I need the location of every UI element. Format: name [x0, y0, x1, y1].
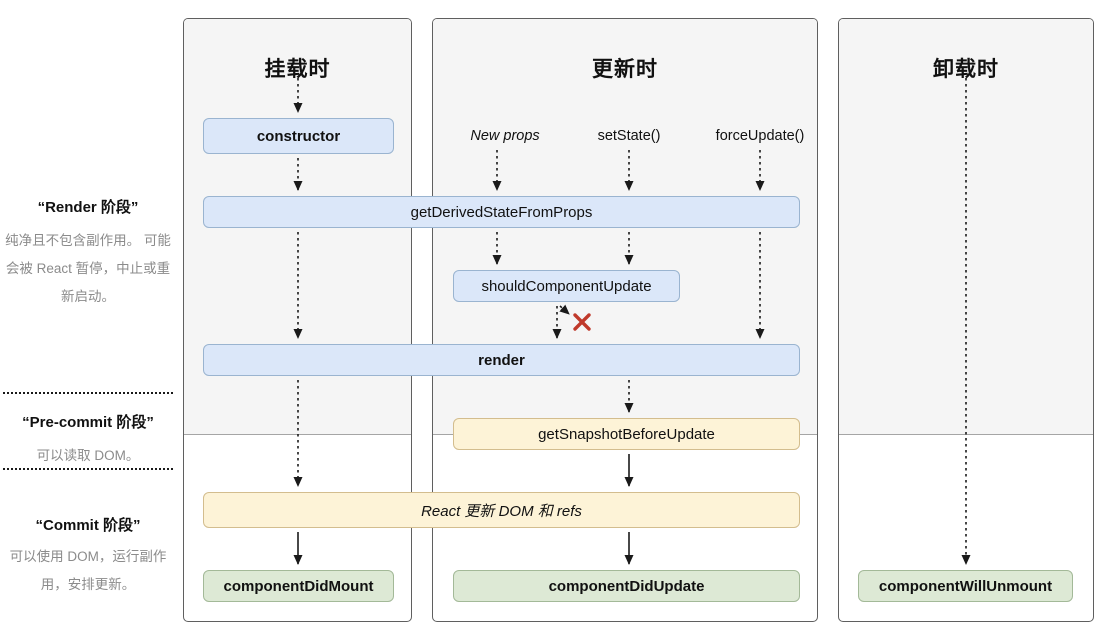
precommit-phase-desc: 可以读取 DOM。	[36, 448, 140, 463]
mounting-column: 挂载时	[183, 18, 412, 622]
get-snapshot-before-update-box: getSnapshotBeforeUpdate	[453, 418, 800, 450]
phase-divider-bottom	[3, 468, 173, 470]
phase-divider-top	[3, 392, 173, 394]
commit-phase-desc: 可以使用 DOM，运行副作用，安排更新。	[9, 549, 167, 592]
should-component-update-box: shouldComponentUpdate	[453, 270, 680, 302]
react-updates-dom-box: React 更新 DOM 和 refs	[203, 492, 800, 528]
component-did-update-box: componentDidUpdate	[453, 570, 800, 602]
render-phase-title: “Render 阶段”	[37, 199, 139, 216]
render-phase-note: “Render 阶段” 纯净且不包含副作用。 可能会被 React 暂停，中止或…	[2, 196, 174, 311]
updating-column: 更新时	[432, 18, 818, 622]
component-will-unmount-box: componentWillUnmount	[858, 570, 1073, 602]
constructor-box: constructor	[203, 118, 394, 154]
commit-phase-title: “Commit 阶段”	[35, 517, 141, 534]
get-derived-state-from-props-box: getDerivedStateFromProps	[203, 196, 800, 228]
new-props-label: New props	[470, 128, 540, 144]
commit-phase-note: “Commit 阶段” 可以使用 DOM，运行副作用，安排更新。	[2, 514, 174, 599]
render-box: render	[203, 344, 800, 376]
precommit-phase-note: “Pre-commit 阶段” 可以读取 DOM。	[2, 411, 174, 470]
mounting-column-title: 挂载时	[264, 58, 331, 81]
forceupdate-label: forceUpdate()	[715, 128, 805, 144]
precommit-phase-title: “Pre-commit 阶段”	[22, 414, 154, 431]
render-phase-desc: 纯净且不包含副作用。 可能会被 React 暂停，中止或重新启动。	[5, 233, 171, 304]
unmounting-column-title: 卸载时	[933, 58, 999, 81]
phase-sidebar: “Render 阶段” 纯净且不包含副作用。 可能会被 React 暂停，中止或…	[0, 0, 180, 639]
unmounting-column: 卸载时	[838, 18, 1094, 622]
component-did-mount-box: componentDidMount	[203, 570, 394, 602]
updating-column-title: 更新时	[592, 58, 658, 81]
setstate-label: setState()	[597, 128, 661, 144]
